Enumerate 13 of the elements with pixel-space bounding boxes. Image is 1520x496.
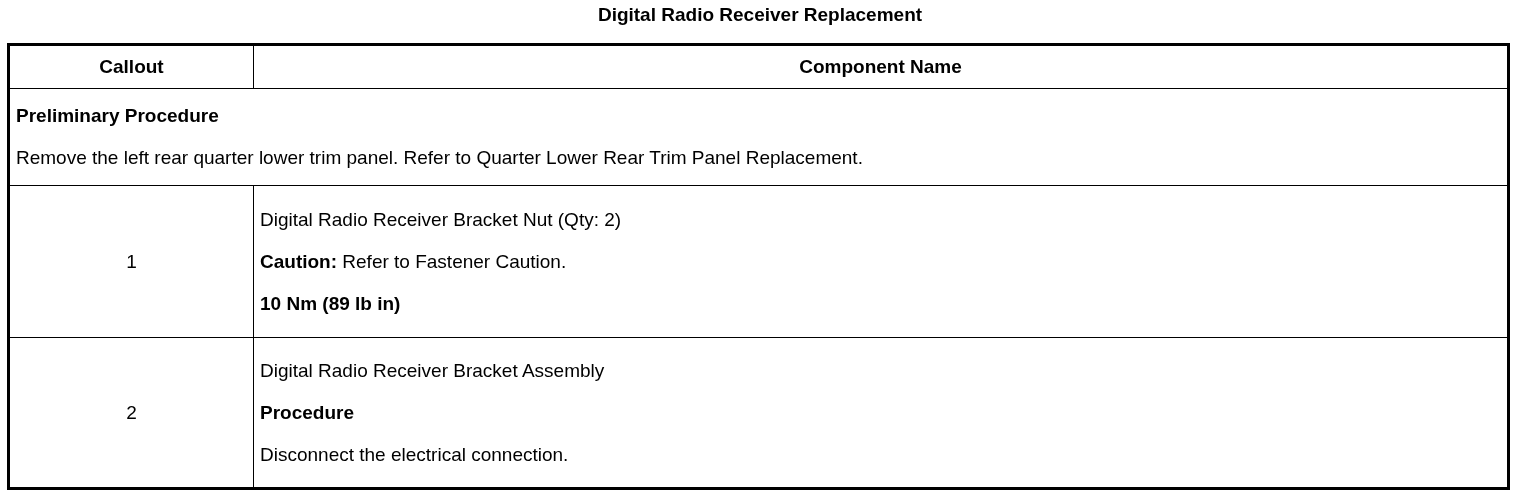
torque-spec: 10 Nm (89 lb in) [260,292,401,315]
callout-number: 2 [126,401,137,424]
procedure-heading: Procedure [260,401,354,424]
callout-number: 1 [126,250,137,273]
instruction-text: Disconnect the electrical connection. [260,443,569,466]
caution-note: Caution: Refer to Fastener Caution. [260,250,567,273]
column-header: Component Name [799,56,962,78]
section-heading: Preliminary Procedure [16,105,219,127]
component-name: Digital Radio Receiver Bracket Nut (Qty: 2) [260,208,622,231]
instruction-text: Remove the left rear quarter lower trim panel. Refer to Quarter Lower Rear Trim Panel Replacement. [16,147,863,169]
component-name: Digital Radio Receiver Bracket Assembly [260,359,605,382]
table-title: Digital Radio Receiver Replacement [597,4,923,26]
column-header: Callout [99,56,164,78]
